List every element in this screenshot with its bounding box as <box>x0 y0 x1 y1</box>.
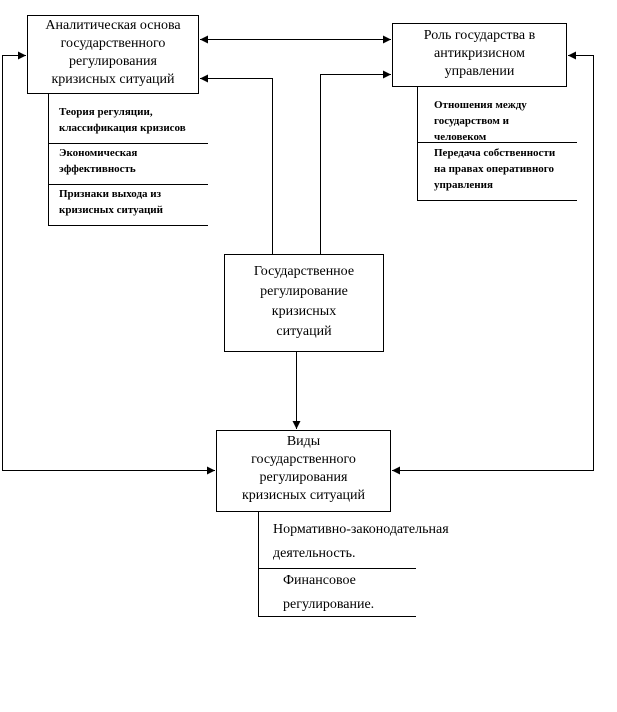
left-item-line: эффективность <box>59 163 136 175</box>
bottom-item-legislative: Нормативно-законодательная деятельность. <box>273 518 449 566</box>
analytic-basis-line: регулирования <box>69 54 157 69</box>
bottom-list-bracket <box>258 512 416 617</box>
central-regulation-line: Государственное <box>253 264 355 279</box>
bottom-item-line: Финансовое <box>283 573 356 588</box>
state-role-line: Роль государства в <box>423 28 536 43</box>
left-item-line: Экономическая <box>59 147 138 159</box>
right-item-relations: Отношения между государством и человеком <box>434 97 527 145</box>
right-item-line: управления <box>434 179 493 191</box>
analytic-basis-line: кризисных ситуаций <box>51 72 175 87</box>
central-regulation-box: Государственное регулирование кризисных … <box>224 254 384 352</box>
left-item-line: Признаки выхода из <box>59 188 162 200</box>
left-item-line: Теория регуляции, <box>59 106 153 118</box>
left-item-line: классификация кризисов <box>59 122 186 134</box>
central-regulation-line: кризисных <box>271 304 337 319</box>
regulation-types-line: кризисных ситуаций <box>241 488 366 503</box>
connector-left-loop <box>2 51 215 475</box>
central-regulation-line: регулирование <box>260 284 348 299</box>
right-list-bracket <box>417 87 577 201</box>
left-item-line: кризисных ситуаций <box>59 204 163 216</box>
regulation-types-line: государственного <box>251 452 356 467</box>
state-role-line: управлении <box>444 64 515 79</box>
connector-center-to-analytic <box>200 74 273 254</box>
state-role-line: антикризисном <box>434 46 525 61</box>
analytic-basis-line: государственного <box>60 36 166 51</box>
right-item-property-transfer: Передача собственности на правах операти… <box>434 145 555 193</box>
analytic-basis-line: Аналитическая основа <box>45 18 181 33</box>
bottom-item-financial: Финансовое регулирование. <box>283 569 374 617</box>
analytic-basis-box: Аналитическая основа государственного ре… <box>27 15 199 94</box>
regulation-types-line: Виды <box>286 434 321 449</box>
right-item-line: Передача собственности <box>434 147 556 159</box>
regulation-types-box: Виды государственного регулирования криз… <box>216 430 391 512</box>
bottom-item-line: Нормативно-законодательная <box>273 522 449 537</box>
connector-center-to-role <box>320 70 391 254</box>
state-role-box: Роль государства в антикризисном управле… <box>392 23 567 87</box>
right-item-line: Отношения между <box>434 99 527 111</box>
left-item-theory: Теория регуляции, классификация кризисов <box>59 104 186 136</box>
right-item-line: на правах оперативного <box>434 163 555 175</box>
bottom-item-line: деятельность. <box>273 546 356 561</box>
bottom-item-line: регулирование. <box>283 597 375 612</box>
regulation-types-line: регулирования <box>259 470 348 485</box>
connector-right-loop <box>392 51 594 475</box>
left-item-exit-signs: Признаки выхода из кризисных ситуаций <box>59 186 163 218</box>
left-item-efficiency: Экономическая эффективность <box>59 145 137 177</box>
right-item-line: государством и <box>434 115 509 127</box>
left-list-bracket <box>48 94 208 226</box>
right-item-line: человеком <box>434 131 487 143</box>
central-regulation-line: ситуаций <box>276 324 332 339</box>
